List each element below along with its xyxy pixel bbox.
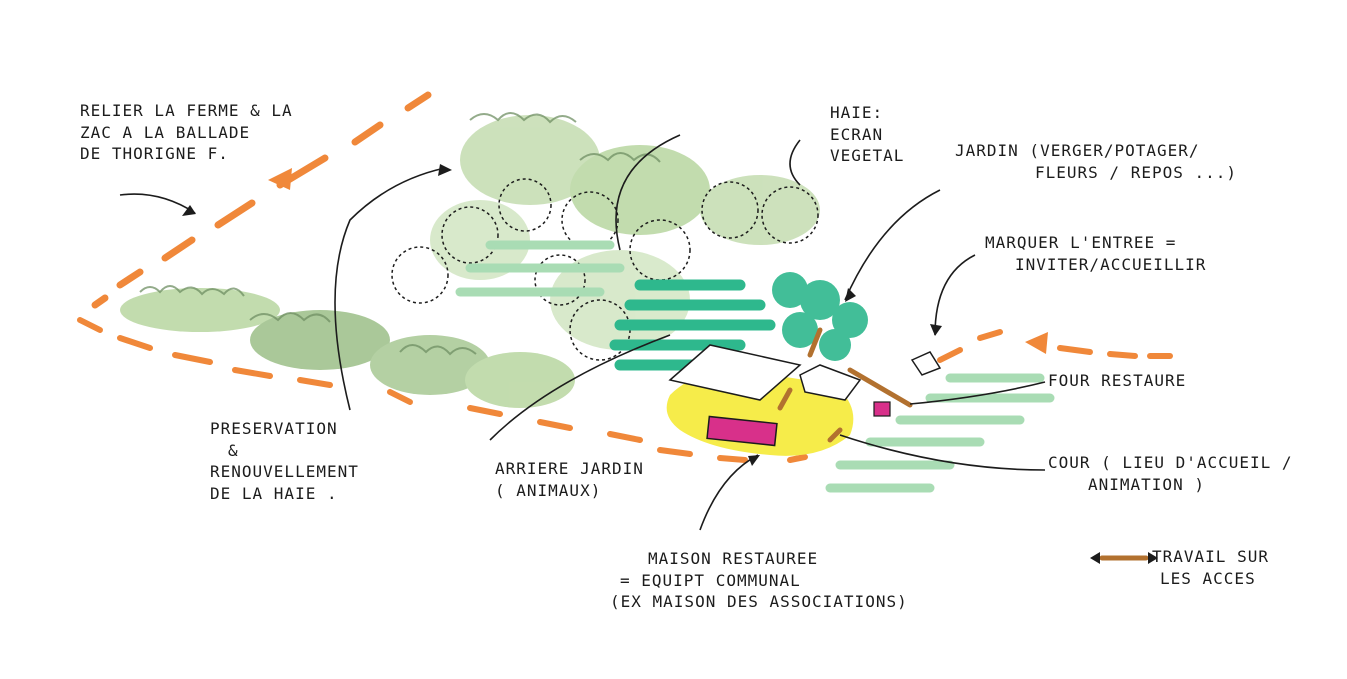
label-preservation-line1: PRESERVATION xyxy=(210,419,338,438)
orchard-blobs xyxy=(772,272,868,361)
label-marquer-line2: INVITER/ACCUEILLIR xyxy=(1015,254,1207,274)
label-preservation-line2: & xyxy=(228,440,239,460)
label-haie-line1: HAIE: xyxy=(830,103,884,122)
label-legend: TRAVAIL SUR LES ACCES xyxy=(1152,546,1269,589)
label-relier-line1: RELIER LA FERME & LA xyxy=(80,101,293,120)
orange-arrowhead-right xyxy=(1025,332,1048,354)
label-four: FOUR RESTAURE xyxy=(1048,370,1186,392)
label-preservation-line3: RENOUVELLEMENT xyxy=(210,462,359,482)
label-cour: COUR ( LIEU D'ACCUEIL / ANIMATION ) xyxy=(1048,452,1293,495)
label-legend-line1: TRAVAIL SUR xyxy=(1152,547,1269,566)
label-jardin-line2: FLEURS / REPOS ...) xyxy=(1035,162,1238,182)
restored-house xyxy=(706,415,778,447)
label-maison-line3: (EX MAISON DES ASSOCIATIONS) xyxy=(610,592,908,612)
label-maison-line1: MAISON RESTAUREE xyxy=(648,549,819,568)
label-jardin-line1: JARDIN (VERGER/POTAGER/ xyxy=(955,141,1200,160)
orange-path-right xyxy=(937,329,1173,363)
entrance-marker-icon xyxy=(910,351,942,376)
field-stripes xyxy=(455,240,1055,493)
restored-oven xyxy=(873,401,891,417)
label-four-line1: FOUR RESTAURE xyxy=(1048,371,1187,390)
label-jardin: JARDIN (VERGER/POTAGER/ FLEURS / REPOS .… xyxy=(955,140,1237,183)
legend-access-arrow-icon xyxy=(1090,552,1158,564)
label-relier-line3: DE THORIGNE F. xyxy=(80,144,229,164)
label-arriere: ARRIERE JARDIN ( ANIMAUX) xyxy=(495,458,644,501)
orange-arrowhead-top xyxy=(268,168,292,190)
leader-arrowheads xyxy=(182,164,942,466)
label-haie: HAIE: ECRAN VEGETAL xyxy=(830,102,904,167)
access-arrows xyxy=(777,327,913,443)
label-marquer-line1: MARQUER L'ENTREE = xyxy=(985,233,1177,252)
orange-path-bottom xyxy=(77,317,843,463)
label-relier: RELIER LA FERME & LA ZAC A LA BALLADE DE… xyxy=(80,100,293,165)
orange-path-top xyxy=(91,91,432,309)
label-maison: MAISON RESTAUREE = EQUIPT COMMUNAL (EX M… xyxy=(610,548,908,613)
label-arriere-line2: ( ANIMAUX) xyxy=(495,480,602,500)
farm-buildings xyxy=(668,344,862,401)
label-haie-line3: VEGETAL xyxy=(830,146,905,166)
label-arriere-line1: ARRIERE JARDIN xyxy=(495,459,644,478)
label-cour-line2: ANIMATION ) xyxy=(1088,474,1205,494)
label-maison-line2: = EQUIPT COMMUNAL xyxy=(620,570,801,590)
label-legend-line2: LES ACCES xyxy=(1160,568,1256,588)
label-haie-line2: ECRAN xyxy=(830,124,884,144)
label-preservation-line4: DE LA HAIE . xyxy=(210,483,338,503)
label-preservation: PRESERVATION & RENOUVELLEMENT DE LA HAIE… xyxy=(210,418,359,504)
label-cour-line1: COUR ( LIEU D'ACCUEIL / xyxy=(1048,453,1293,472)
label-marquer: MARQUER L'ENTREE = INVITER/ACCUEILLIR xyxy=(985,232,1206,275)
label-relier-line2: ZAC A LA BALLADE xyxy=(80,122,251,142)
